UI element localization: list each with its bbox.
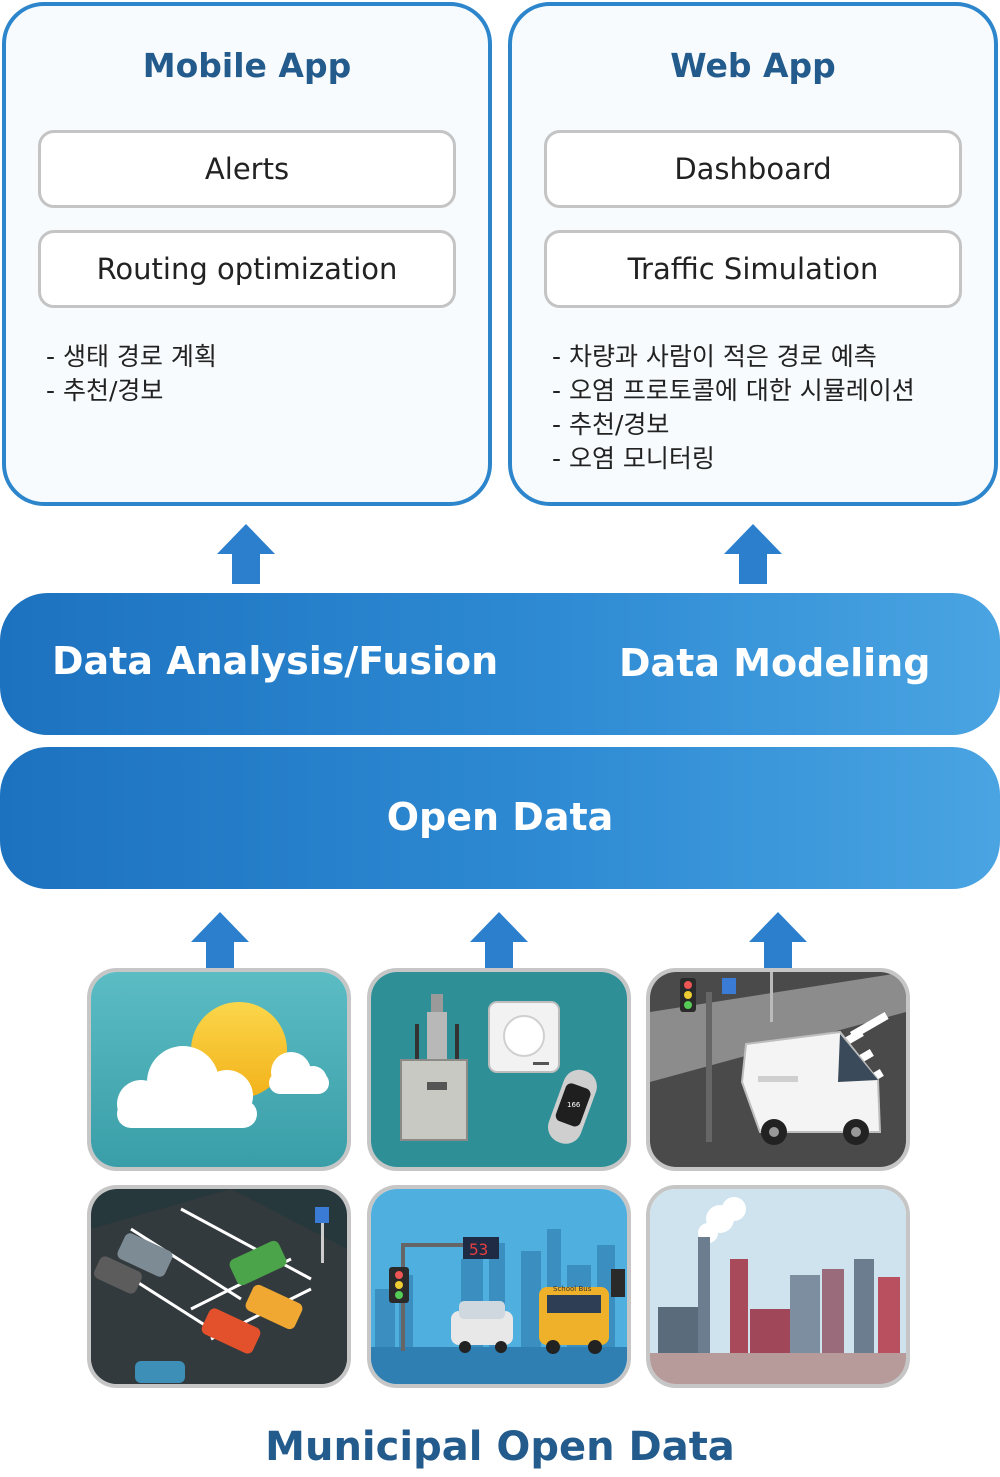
road-traffic-image: 53 School Bus bbox=[367, 1185, 631, 1388]
traffic-simulation-box: Traffic Simulation bbox=[544, 230, 962, 308]
road-traffic-icon: 53 School Bus bbox=[371, 1189, 627, 1384]
industrial-plant-image bbox=[646, 1185, 910, 1388]
industrial-plant-icon bbox=[650, 1189, 906, 1384]
alerts-box: Alerts bbox=[38, 130, 456, 208]
up-arrow-icon bbox=[191, 912, 249, 972]
bus-sign: School Bus bbox=[553, 1285, 592, 1293]
municipal-open-data-title: Municipal Open Data bbox=[265, 1424, 735, 1470]
web-note: - 오염 프로토콜에 대한 시뮬레이션 bbox=[552, 376, 915, 405]
up-arrow-icon bbox=[470, 912, 528, 972]
speed-sign-value: 53 bbox=[469, 1240, 488, 1259]
parking-lot-image bbox=[87, 1185, 351, 1388]
data-modeling-label: Data Modeling bbox=[619, 641, 931, 685]
web-app-notes: - 차량과 사람이 적은 경로 예측 - 오염 프로토콜에 대한 시뮬레이션 -… bbox=[552, 340, 974, 476]
sensor-devices-image: 166 bbox=[367, 968, 631, 1171]
weather-image bbox=[87, 968, 351, 1171]
web-note: - 차량과 사람이 적은 경로 예측 bbox=[552, 342, 877, 371]
data-analysis-fusion-label: Data Analysis/Fusion bbox=[52, 639, 499, 683]
parking-lot-icon bbox=[91, 1189, 347, 1384]
up-arrow-icon bbox=[724, 524, 782, 584]
band-reading: 166 bbox=[567, 1101, 581, 1109]
sensor-devices-icon: 166 bbox=[371, 972, 627, 1167]
mobile-note: - 생태 경로 계획 bbox=[46, 342, 217, 371]
web-note: - 추천/경보 bbox=[552, 410, 670, 439]
dashboard-box: Dashboard bbox=[544, 130, 962, 208]
monitoring-van-icon bbox=[650, 972, 906, 1167]
web-app-panel: Web App Dashboard Traffic Simulation - 차… bbox=[508, 2, 998, 506]
open-data-layer: Open Data bbox=[0, 747, 1000, 889]
weather-icon bbox=[91, 972, 347, 1167]
monitoring-van-image bbox=[646, 968, 910, 1171]
routing-optimization-box: Routing optimization bbox=[38, 230, 456, 308]
open-data-label: Open Data bbox=[386, 795, 614, 839]
web-app-title: Web App bbox=[670, 46, 836, 85]
mobile-app-panel: Mobile App Alerts Routing optimization -… bbox=[2, 2, 492, 506]
mobile-app-notes: - 생태 경로 계획 - 추천/경보 bbox=[46, 340, 468, 408]
up-arrow-icon bbox=[217, 524, 275, 584]
mobile-note: - 추천/경보 bbox=[46, 376, 164, 405]
up-arrow-icon bbox=[749, 912, 807, 972]
analysis-modeling-layer: Data Analysis/Fusion Data Modeling bbox=[0, 593, 1000, 735]
web-note: - 오염 모니터링 bbox=[552, 444, 715, 473]
mobile-app-title: Mobile App bbox=[142, 46, 352, 85]
